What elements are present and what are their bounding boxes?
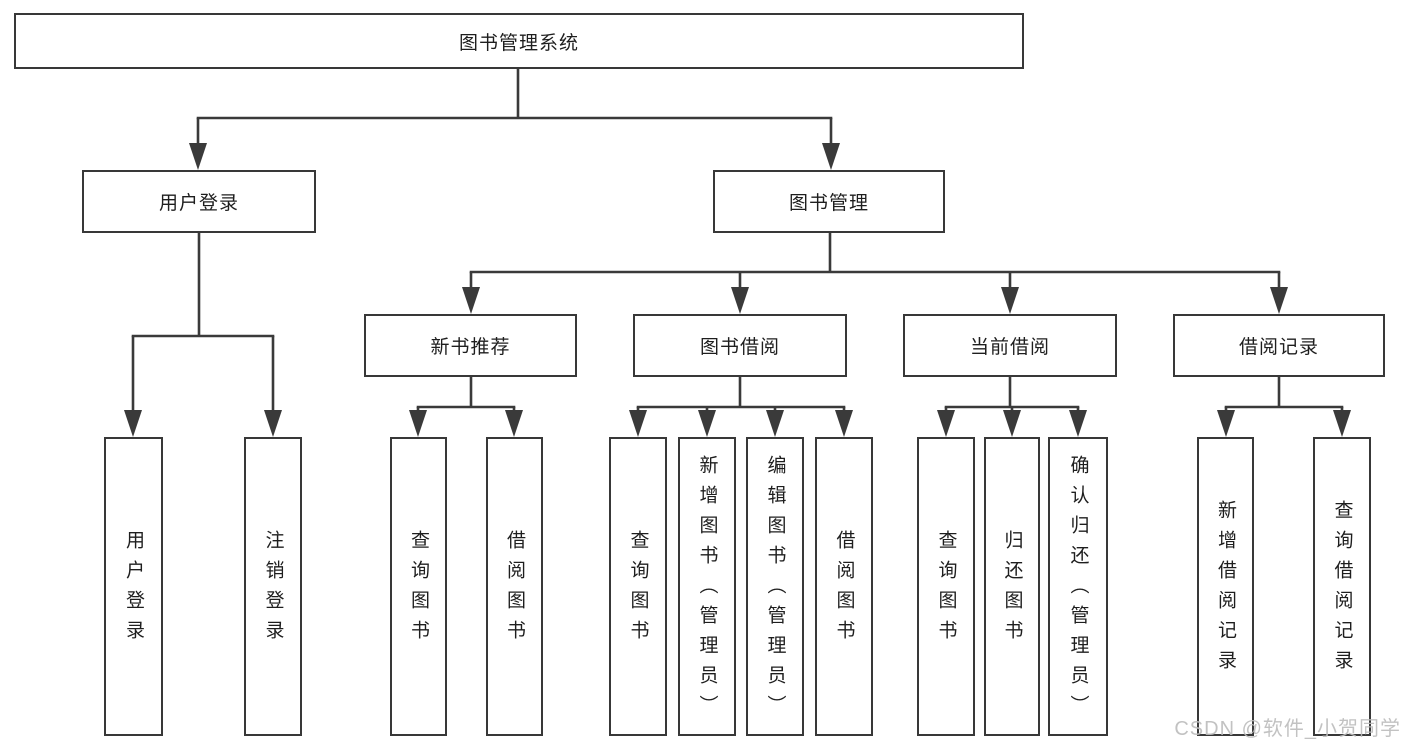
node-book-management-branch: 图书管理 — [713, 170, 945, 233]
leaf-query-books-recommendation: 查询图书 — [390, 437, 447, 736]
node-user-login-branch: 用户登录 — [82, 170, 316, 233]
leaf-add-borrow-record: 新增借阅记录 — [1197, 437, 1254, 736]
leaf-edit-books-admin: 编辑图书（管理员） — [746, 437, 804, 736]
leaf-query-books-current: 查询图书 — [917, 437, 975, 736]
leaf-add-books-admin: 新增图书（管理员） — [678, 437, 736, 736]
leaf-return-books: 归还图书 — [984, 437, 1040, 736]
leaf-logout: 注销登录 — [244, 437, 302, 736]
node-borrowing-records: 借阅记录 — [1173, 314, 1385, 377]
leaf-query-borrow-record: 查询借阅记录 — [1313, 437, 1371, 736]
leaf-query-books-borrowing: 查询图书 — [609, 437, 667, 736]
node-library-management-system: 图书管理系统 — [14, 13, 1024, 69]
node-book-borrowing: 图书借阅 — [633, 314, 847, 377]
csdn-watermark: CSDN @软件_小贺同学 — [1174, 718, 1401, 740]
leaf-borrow-books-recommendation: 借阅图书 — [486, 437, 543, 736]
node-new-book-recommendation: 新书推荐 — [364, 314, 577, 377]
node-current-borrowing: 当前借阅 — [903, 314, 1117, 377]
leaf-borrow-books: 借阅图书 — [815, 437, 873, 736]
leaf-confirm-return-admin: 确认归还（管理员） — [1048, 437, 1108, 736]
leaf-user-login: 用户登录 — [104, 437, 163, 736]
